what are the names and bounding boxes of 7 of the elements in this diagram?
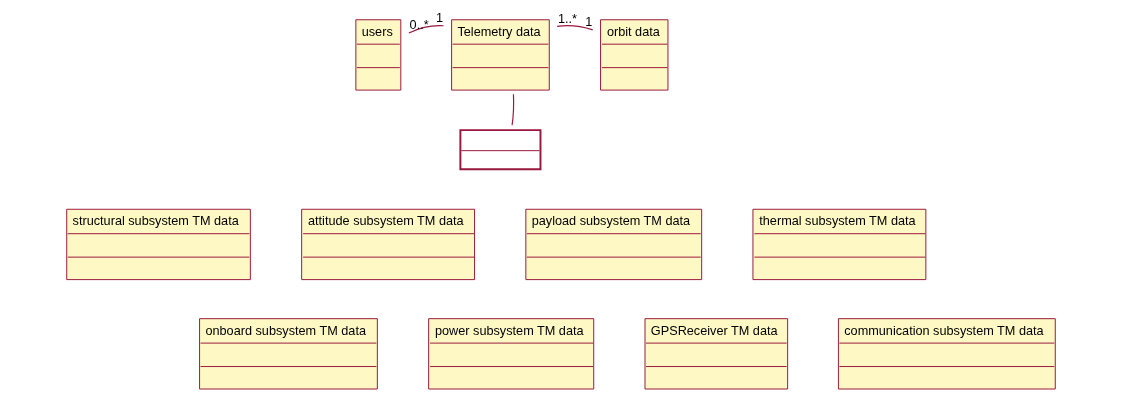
- label: 1: [436, 11, 444, 26]
- connector: [556, 25, 594, 31]
- connector: [408, 25, 445, 34]
- label: 1..*: [557, 11, 577, 26]
- label: 1: [585, 15, 593, 30]
- label: 0..*: [409, 18, 429, 33]
- connector: [511, 93, 515, 126]
